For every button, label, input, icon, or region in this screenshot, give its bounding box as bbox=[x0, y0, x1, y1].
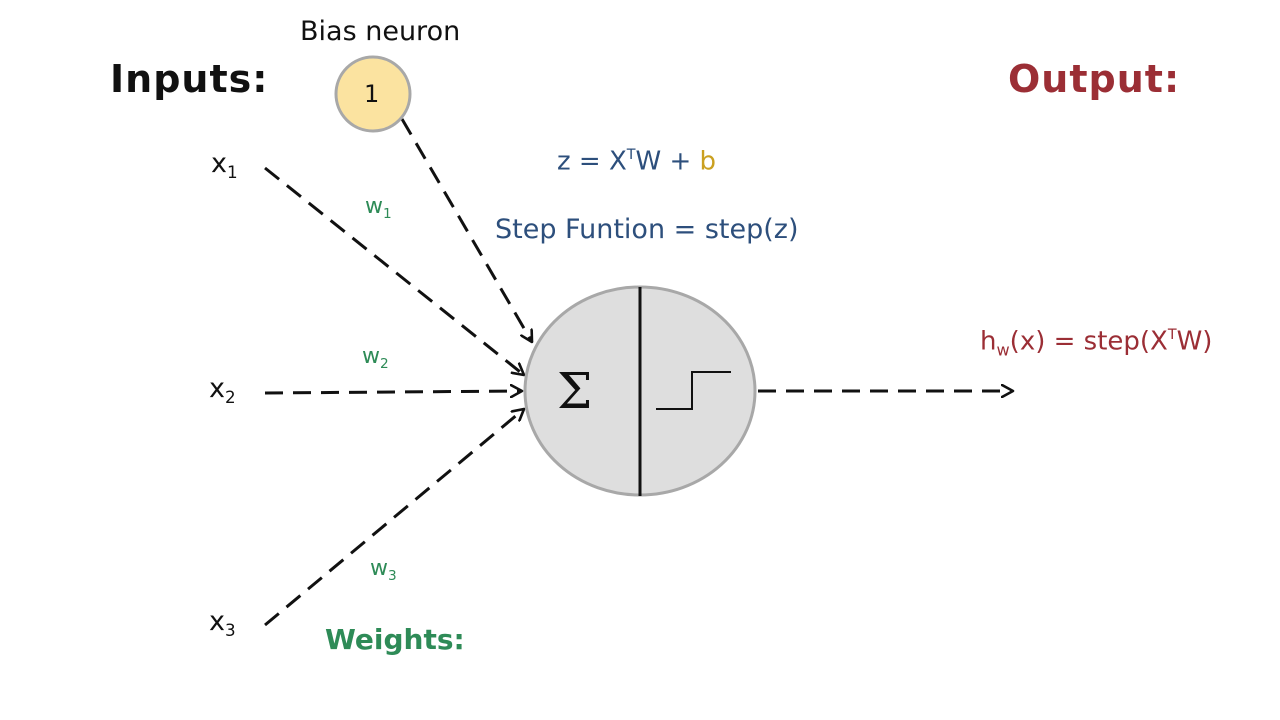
input-x3: x3 bbox=[209, 606, 236, 640]
hypothesis-formula: hw(x) = step(XTW) bbox=[980, 326, 1213, 360]
step-function-icon bbox=[656, 371, 731, 410]
weight-w3: w3 bbox=[370, 556, 397, 584]
edge-x2 bbox=[264, 391, 522, 393]
edge-bias bbox=[400, 118, 532, 342]
sum-symbol: Σ bbox=[557, 362, 593, 420]
edge-x3 bbox=[264, 409, 524, 627]
bias-neuron bbox=[334, 55, 412, 133]
step-function-formula: Step Funtion = step(z) bbox=[495, 214, 799, 245]
weight-w2: w2 bbox=[362, 344, 389, 372]
bias-neuron-label: Bias neuron bbox=[300, 16, 461, 47]
input-x2: x2 bbox=[209, 373, 236, 407]
inputs-heading: Inputs: bbox=[110, 57, 269, 101]
output-heading: Output: bbox=[1008, 57, 1181, 101]
input-x1: x1 bbox=[211, 148, 238, 182]
weight-w1: w1 bbox=[365, 194, 392, 222]
weights-heading: Weights: bbox=[325, 623, 465, 656]
edge-x1 bbox=[264, 166, 524, 375]
bias-neuron-value: 1 bbox=[364, 80, 380, 108]
weighted-sum-formula: z = XTW + b bbox=[557, 146, 717, 177]
